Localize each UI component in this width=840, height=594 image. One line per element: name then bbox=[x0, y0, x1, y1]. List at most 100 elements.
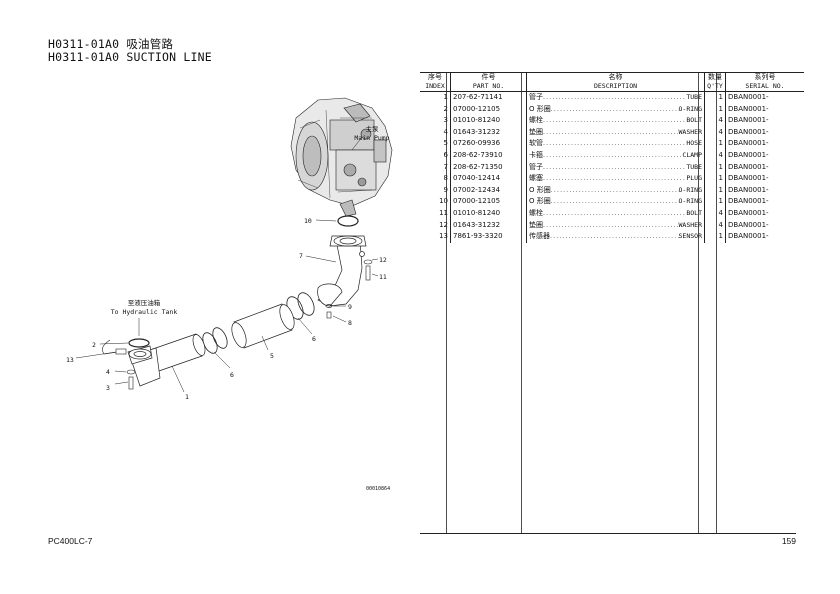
header-index-en: INDEX bbox=[420, 82, 451, 92]
description-en: BOLT bbox=[686, 208, 702, 217]
cell-description: 螺栓......................................… bbox=[526, 207, 705, 220]
callout-1: 1 bbox=[185, 393, 189, 401]
cell-description: 管子......................................… bbox=[526, 91, 705, 104]
page-subtitle: H0311-01A0 SUCTION LINE bbox=[48, 50, 212, 64]
cell-description: O 形圈....................................… bbox=[526, 103, 705, 116]
model-number: PC400LC-7 bbox=[48, 536, 93, 546]
description-en: O-RING bbox=[678, 104, 702, 113]
cell-description: 传感器.....................................… bbox=[526, 231, 705, 243]
description-cn: 管子 bbox=[529, 162, 543, 171]
header-qty-en: Q'TY bbox=[704, 82, 726, 92]
cell-serial: DBAN0001- bbox=[728, 232, 769, 241]
hose-5 bbox=[231, 303, 295, 349]
callout-4: 4 bbox=[106, 368, 110, 376]
description-cn: 卡箍 bbox=[529, 150, 543, 159]
header-desc-cn: 名称 bbox=[526, 72, 705, 82]
cell-description: O 形圈....................................… bbox=[526, 196, 705, 208]
description-en: TUBE bbox=[686, 162, 702, 171]
callout-8: 8 bbox=[348, 319, 352, 327]
cell-qty: 1 bbox=[704, 103, 726, 116]
callout-13: 13 bbox=[66, 356, 74, 364]
cell-part-no: 01010-81240 bbox=[450, 115, 527, 127]
header-part-en: PART NO. bbox=[450, 82, 527, 92]
cell-qty: 4 bbox=[704, 149, 726, 162]
cell-description: 管子......................................… bbox=[526, 161, 705, 174]
cell-description: 螺塞......................................… bbox=[526, 173, 705, 185]
parts-table: 序号 件号 名称 数量 系列号 INDEX PART NO. DESCRIPTI… bbox=[420, 72, 804, 243]
main-pump-illustration bbox=[290, 97, 393, 217]
cell-part-no: 208-62-71350 bbox=[450, 161, 527, 174]
table-header-row-en: INDEX PART NO. DESCRIPTION Q'TY SERIAL N… bbox=[420, 82, 804, 92]
cell-description: 垫圈......................................… bbox=[526, 219, 705, 232]
leader-dots: ........................................… bbox=[550, 233, 679, 241]
plug-8 bbox=[326, 311, 332, 319]
description-en: O-RING bbox=[678, 197, 702, 206]
cell-serial: DBAN0001- bbox=[728, 93, 769, 101]
description-en: PLUG bbox=[686, 174, 702, 183]
cell-serial: DBAN0001- bbox=[728, 174, 769, 183]
header-serial-en: SERIAL NO. bbox=[725, 82, 804, 92]
leader-dots: ........................................… bbox=[543, 151, 682, 159]
callout-9: 9 bbox=[348, 303, 352, 311]
cell-part-no: 07002-12434 bbox=[450, 184, 527, 197]
tank-cn-label: 至液压油箱 bbox=[128, 298, 161, 307]
cell-part-no: 01643-31232 bbox=[450, 219, 527, 232]
sensor-13 bbox=[102, 339, 127, 355]
callout-2: 2 bbox=[92, 341, 96, 349]
callout-10: 10 bbox=[304, 217, 312, 225]
leader-dots: ........................................… bbox=[550, 105, 679, 113]
cell-index: 2 bbox=[420, 103, 451, 116]
callout-6-lower: 6 bbox=[230, 371, 234, 379]
callout-3: 3 bbox=[106, 384, 110, 392]
description-en: TUBE bbox=[686, 93, 702, 101]
leader-dots: ........................................… bbox=[543, 140, 686, 148]
callout-7: 7 bbox=[299, 252, 303, 260]
cell-index: 9 bbox=[420, 184, 451, 197]
cell-index: 13 bbox=[420, 231, 451, 243]
leader-main-pump bbox=[351, 136, 363, 151]
cell-description: 垫圈......................................… bbox=[526, 126, 705, 139]
description-cn: 螺栓 bbox=[529, 208, 543, 217]
header-serial-cn: 系列号 bbox=[725, 72, 804, 82]
table-bottom-rule bbox=[420, 533, 796, 534]
description-cn: O 形圈 bbox=[529, 197, 551, 206]
cell-description: O 形圈....................................… bbox=[526, 184, 705, 197]
cell-qty: 1 bbox=[704, 91, 726, 104]
callout-6-upper: 6 bbox=[312, 335, 316, 343]
cell-part-no: 208-62-73910 bbox=[450, 149, 527, 162]
page-title: H0311-01A0 吸油管路 bbox=[48, 37, 174, 51]
cell-serial: DBAN0001- bbox=[728, 220, 769, 229]
cell-qty: 1 bbox=[704, 173, 726, 185]
cell-qty: 1 bbox=[704, 184, 726, 197]
cell-serial: DBAN0001- bbox=[728, 197, 769, 206]
header-qty-cn: 数量 bbox=[704, 72, 726, 82]
cell-serial: DBAN0001- bbox=[728, 127, 769, 136]
cell-part-no: 07040-12414 bbox=[450, 173, 527, 185]
o-ring-2 bbox=[128, 338, 150, 348]
cell-part-no: 207-62-71141 bbox=[450, 91, 527, 104]
cell-serial: DBAN0001- bbox=[728, 208, 769, 217]
header-part-cn: 件号 bbox=[450, 72, 527, 82]
cell-qty: 4 bbox=[704, 126, 726, 139]
leader-dots: ........................................… bbox=[543, 221, 679, 229]
leader-dots: ........................................… bbox=[543, 94, 686, 101]
cell-serial: DBAN0001- bbox=[728, 139, 769, 148]
cell-qty: 4 bbox=[704, 115, 726, 127]
description-cn: 管子 bbox=[529, 93, 543, 101]
cell-part-no: 01010-81240 bbox=[450, 207, 527, 220]
cell-serial: DBAN0001- bbox=[728, 116, 769, 125]
description-cn: 螺塞 bbox=[529, 174, 543, 183]
callout-12: 12 bbox=[379, 256, 387, 264]
tube-7 bbox=[317, 235, 367, 307]
description-en: BOLT bbox=[686, 116, 702, 125]
